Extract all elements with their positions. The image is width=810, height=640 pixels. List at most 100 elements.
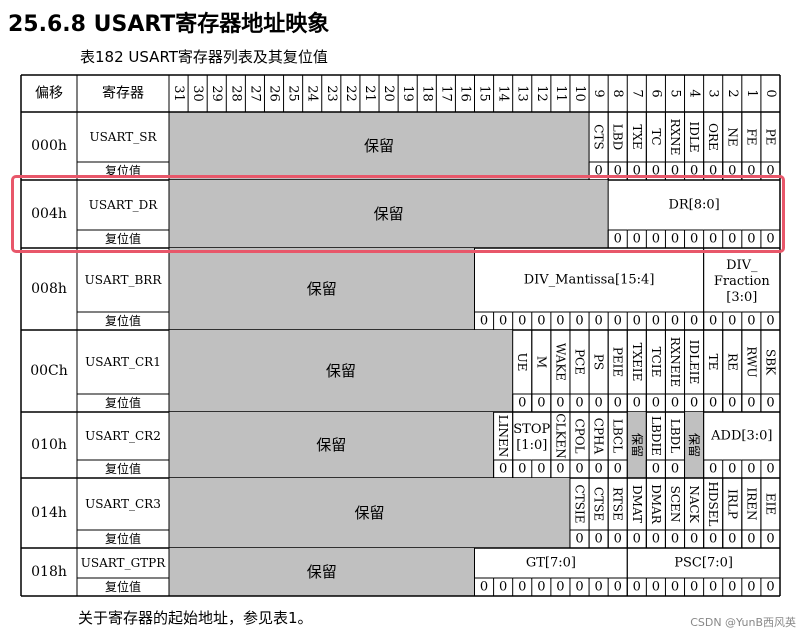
reset-value: 0 bbox=[633, 314, 641, 329]
reset-label: 复位值 bbox=[105, 231, 141, 246]
bit-field-label: RWU bbox=[744, 346, 758, 377]
bit-field-label: PCE bbox=[573, 349, 587, 375]
bit-number-25: 25 bbox=[286, 85, 301, 102]
reset-label: 复位值 bbox=[105, 313, 141, 328]
bit-number-31: 31 bbox=[171, 85, 186, 102]
footer-note: 关于寄存器的起始地址，参见表1。 bbox=[78, 609, 313, 627]
reset-value: 0 bbox=[537, 396, 545, 411]
bit-number-16: 16 bbox=[457, 85, 472, 102]
reset-value: 0 bbox=[652, 532, 660, 547]
bit-field-label: IDLEIE bbox=[687, 340, 701, 385]
bit-field-label: CPHA bbox=[592, 418, 606, 455]
header-offset: 偏移 bbox=[35, 86, 63, 102]
bit-field-label: EIE bbox=[763, 493, 777, 515]
reserved-label: 保留 bbox=[326, 362, 356, 380]
reset-value: 0 bbox=[690, 532, 698, 547]
bit-number-8: 8 bbox=[610, 89, 625, 97]
reset-value: 0 bbox=[594, 462, 602, 477]
bit-field-label: PE bbox=[763, 129, 777, 146]
bit-field-label: FE bbox=[744, 128, 758, 145]
reset-value: 0 bbox=[499, 580, 507, 595]
bit-field-label: DIV_Fraction[3:0] bbox=[714, 258, 770, 305]
reset-value: 0 bbox=[728, 462, 736, 477]
bit-field-label: M bbox=[534, 356, 548, 368]
watermark: CSDN @YunB西风英 bbox=[690, 616, 796, 629]
bit-number-9: 9 bbox=[591, 89, 606, 97]
bit-number-26: 26 bbox=[267, 85, 282, 102]
bit-field-label: CTS bbox=[592, 124, 606, 149]
bit-field-label: LBD bbox=[611, 124, 625, 150]
bit-field-label: SBK bbox=[763, 349, 777, 376]
reset-value: 0 bbox=[671, 232, 679, 247]
reset-value: 0 bbox=[480, 314, 488, 329]
reset-value: 0 bbox=[652, 164, 660, 179]
reset-value: 0 bbox=[747, 532, 755, 547]
reset-value: 0 bbox=[728, 232, 736, 247]
reset-value: 0 bbox=[633, 532, 641, 547]
reset-value: 0 bbox=[709, 580, 717, 595]
register-name: USART_SR bbox=[89, 130, 157, 144]
reset-value: 0 bbox=[652, 396, 660, 411]
bit-field-label: CLKEN bbox=[553, 413, 567, 458]
reserved-label: 保留 bbox=[354, 504, 384, 522]
reset-value: 0 bbox=[633, 396, 641, 411]
reset-value: 0 bbox=[575, 462, 583, 477]
bit-number-1: 1 bbox=[744, 89, 759, 97]
register-offset: 014h bbox=[31, 505, 67, 521]
reset-value: 0 bbox=[709, 164, 717, 179]
bit-field-label: PEIE bbox=[611, 347, 625, 377]
reset-label: 复位值 bbox=[105, 531, 141, 546]
reset-value: 0 bbox=[728, 314, 736, 329]
reserved-field bbox=[169, 112, 590, 180]
reset-label: 复位值 bbox=[105, 461, 141, 476]
reset-value: 0 bbox=[480, 580, 488, 595]
reset-label: 复位值 bbox=[105, 395, 141, 410]
register-name: USART_GTPR bbox=[81, 556, 166, 570]
bit-number-14: 14 bbox=[496, 85, 511, 102]
register-name: USART_DR bbox=[89, 198, 158, 212]
reset-value: 0 bbox=[747, 164, 755, 179]
reset-value: 0 bbox=[556, 396, 564, 411]
bit-number-13: 13 bbox=[515, 85, 530, 102]
bit-number-24: 24 bbox=[305, 85, 320, 102]
reset-value: 0 bbox=[633, 164, 641, 179]
bit-field-label: SCEN bbox=[668, 486, 682, 523]
reset-value: 0 bbox=[556, 314, 564, 329]
reset-value: 0 bbox=[652, 580, 660, 595]
bit-field-label: IDLE bbox=[687, 121, 701, 152]
reset-value: 0 bbox=[614, 164, 622, 179]
reset-value: 0 bbox=[518, 580, 526, 595]
bit-field-label: WAKE bbox=[553, 343, 567, 381]
reset-value: 0 bbox=[671, 462, 679, 477]
bit-number-4: 4 bbox=[687, 89, 702, 97]
reset-value: 0 bbox=[709, 232, 717, 247]
bit-field-label: PSC[7:0] bbox=[674, 556, 733, 571]
reset-value: 0 bbox=[594, 396, 602, 411]
reset-value: 0 bbox=[614, 462, 622, 477]
reset-value: 0 bbox=[537, 462, 545, 477]
reset-value: 0 bbox=[709, 532, 717, 547]
reset-value: 0 bbox=[575, 532, 583, 547]
bit-field-label: TXE bbox=[630, 124, 644, 149]
reserved-field bbox=[169, 180, 609, 248]
bit-field-label: RXNEIE bbox=[668, 337, 682, 387]
bit-field-label: PS bbox=[592, 354, 606, 370]
reset-value: 0 bbox=[690, 314, 698, 329]
bit-field-label: GT[7:0] bbox=[526, 556, 576, 571]
reset-value: 0 bbox=[518, 314, 526, 329]
bit-number-22: 22 bbox=[343, 85, 358, 102]
bit-field-label: RXNE bbox=[668, 119, 682, 156]
reset-value: 0 bbox=[614, 314, 622, 329]
register-offset: 008h bbox=[31, 281, 67, 297]
bit-number-0: 0 bbox=[763, 89, 778, 97]
reset-value: 0 bbox=[537, 580, 545, 595]
bit-number-28: 28 bbox=[228, 85, 243, 102]
bit-field-label: TCIE bbox=[649, 347, 663, 378]
bit-field-label: UE bbox=[515, 353, 529, 372]
reset-value: 0 bbox=[633, 232, 641, 247]
bit-number-2: 2 bbox=[725, 89, 740, 97]
bit-number-7: 7 bbox=[629, 89, 644, 97]
reserved-label: 保留 bbox=[687, 433, 701, 457]
reset-value: 0 bbox=[499, 462, 507, 477]
bit-field-label: ORE bbox=[706, 123, 720, 151]
